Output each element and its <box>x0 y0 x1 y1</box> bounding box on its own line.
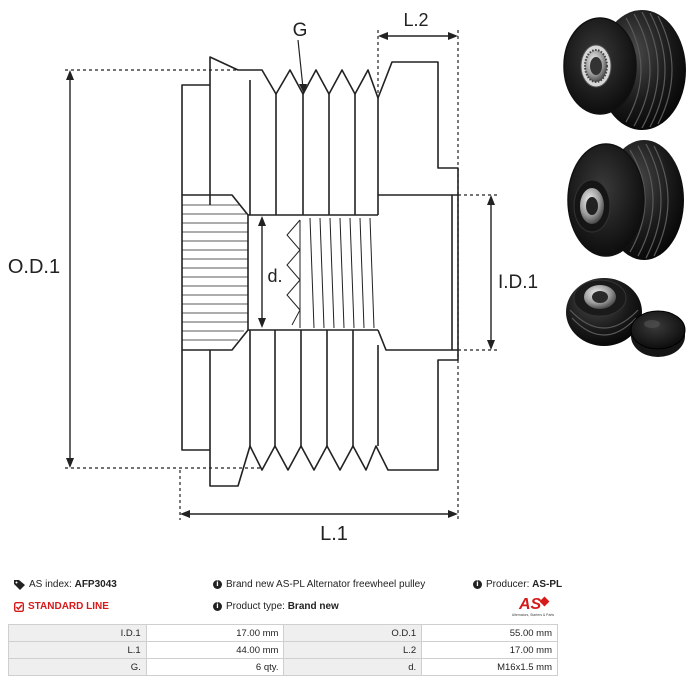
info-icon: i <box>473 580 482 589</box>
spec-value: 17.00 mm <box>145 624 285 642</box>
spec-value: 44.00 mm <box>145 641 285 659</box>
product-info: AS index: AFP3043 STANDARD LINE i Brand … <box>0 574 689 614</box>
label-od1: O.D.1 <box>8 256 60 278</box>
product-type-label: Product type: <box>226 601 285 612</box>
as-pl-logo: AS Alternators, Starters & Parts <box>512 596 555 617</box>
svg-text:AS: AS <box>518 596 542 613</box>
dimension-extension-lines <box>65 30 497 520</box>
as-index-label: AS index: <box>29 579 72 590</box>
spec-label: L.1 <box>8 641 147 659</box>
thread-lines <box>286 217 375 329</box>
producer: i Producer: AS-PL <box>473 579 562 590</box>
label-d: d. <box>267 266 282 286</box>
label-g: G <box>293 20 308 41</box>
table-row: L.1 44.00 mm L.2 17.00 mm <box>8 641 558 659</box>
product-type: i Product type: Brand new <box>213 601 339 612</box>
spec-value: 6 qty. <box>145 658 285 676</box>
right-hub <box>377 194 453 351</box>
photo-pulley-with-cap <box>566 278 686 357</box>
spline-hatch <box>182 204 248 341</box>
bore <box>248 214 378 331</box>
spec-value: 17.00 mm <box>421 641 558 659</box>
product-photos <box>563 10 686 357</box>
spec-label: I.D.1 <box>8 624 147 642</box>
label-l2: L.2 <box>403 10 428 30</box>
table-row: I.D.1 17.00 mm O.D.1 55.00 mm <box>8 624 558 642</box>
spec-table: I.D.1 17.00 mm O.D.1 55.00 mm L.1 44.00 … <box>8 624 558 676</box>
as-index-value: AFP3043 <box>74 579 117 590</box>
info-icon: i <box>213 602 222 611</box>
spec-label: G. <box>8 658 147 676</box>
standard-line-label: STANDARD LINE <box>28 601 109 612</box>
spec-value: 55.00 mm <box>421 624 558 642</box>
standard-line: STANDARD LINE <box>14 601 109 612</box>
label-id1: I.D.1 <box>498 272 538 293</box>
table-row: G. 6 qty. d. M16x1.5 mm <box>8 658 558 676</box>
spec-label: L.2 <box>283 641 423 659</box>
producer-label: Producer: <box>486 579 530 590</box>
description-text: Brand new AS-PL Alternator freewheel pul… <box>226 579 426 590</box>
spec-label: d. <box>283 658 423 676</box>
dimension-arrows <box>69 35 492 515</box>
splined-hub <box>181 194 249 351</box>
photo-pulley-front-spline <box>563 10 686 130</box>
left-flange <box>181 84 210 451</box>
pulley-technical-drawing: G L.2 O.D.1 d. I.D.1 L.1 <box>8 10 538 545</box>
arrow-heads <box>66 32 495 518</box>
producer-value: AS-PL <box>532 579 563 590</box>
check-square-icon <box>14 601 24 612</box>
description: i Brand new AS-PL Alternator freewheel p… <box>213 579 425 590</box>
as-index: AS index: AFP3043 <box>14 579 117 590</box>
info-icon: i <box>213 580 222 589</box>
svg-text:Alternators, Starters & Parts: Alternators, Starters & Parts <box>512 613 555 617</box>
product-type-value: Brand new <box>287 601 339 612</box>
label-l1: L.1 <box>320 523 348 545</box>
photo-pulley-front-bearing <box>567 140 684 260</box>
spec-value: M16x1.5 mm <box>421 658 558 676</box>
spec-label: O.D.1 <box>283 624 423 642</box>
tag-icon <box>14 579 25 590</box>
groove-lines <box>249 80 379 446</box>
